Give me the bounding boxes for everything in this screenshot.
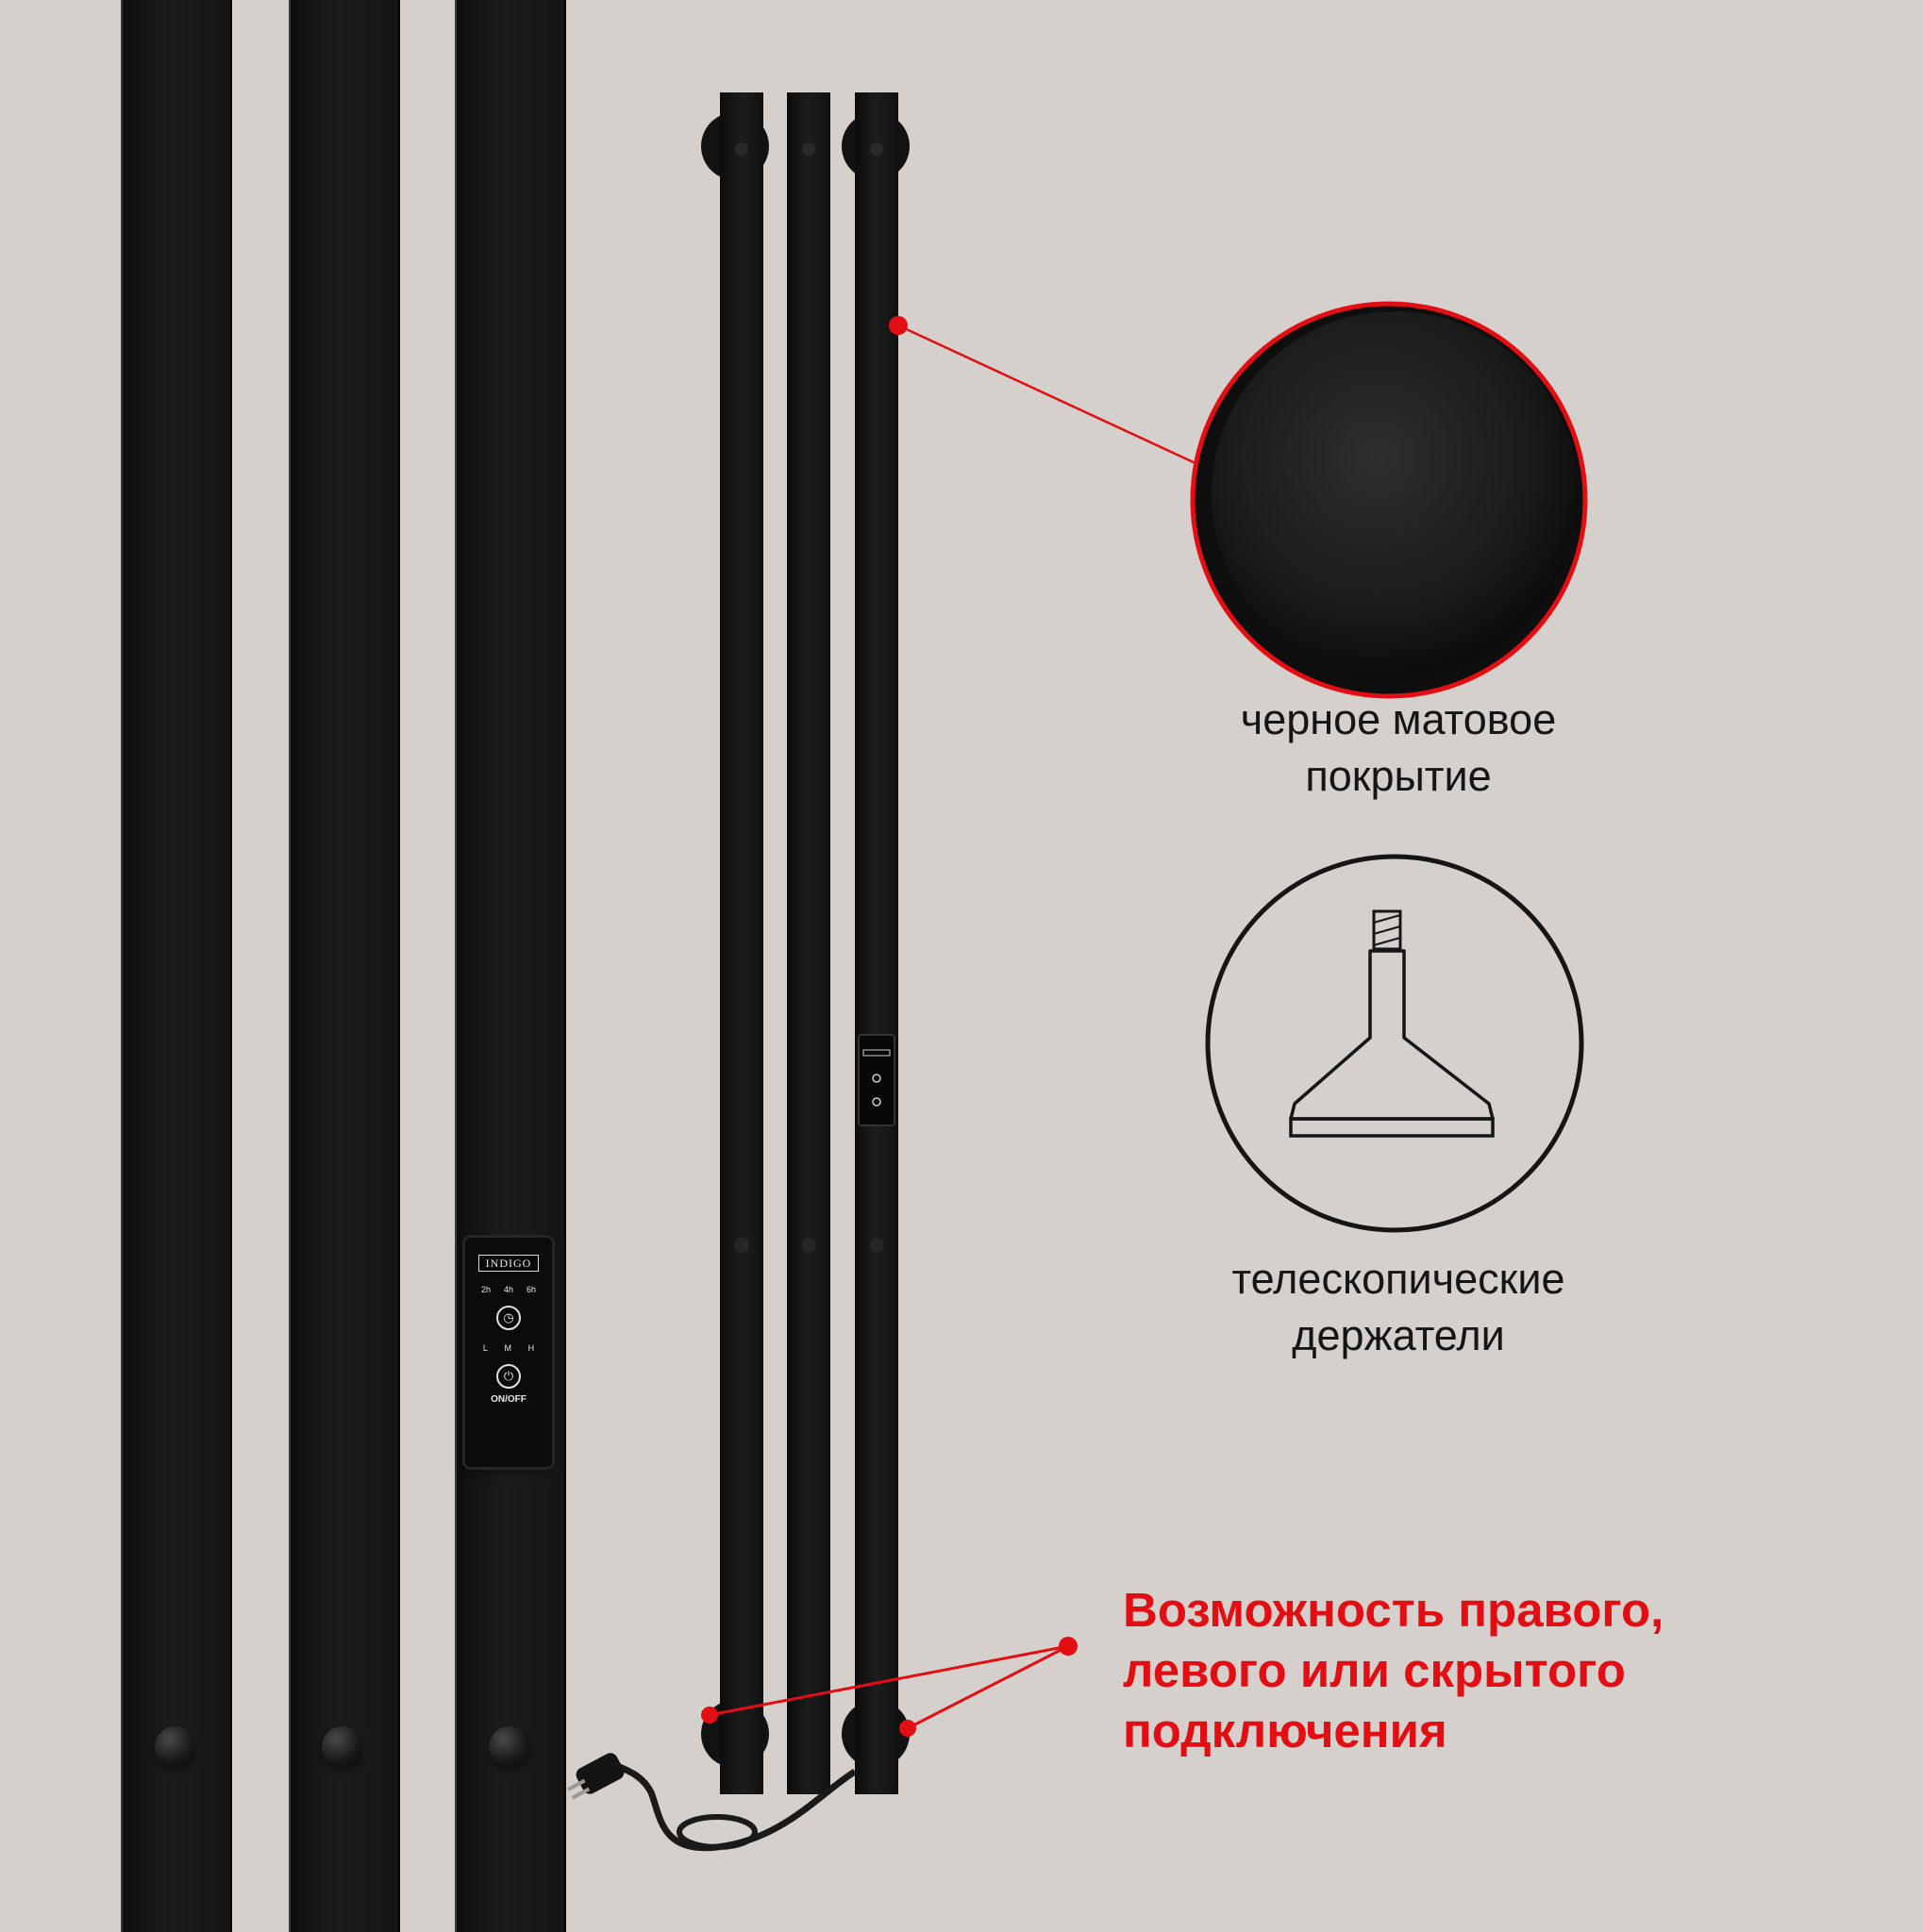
power-label: ON/OFF [491, 1394, 527, 1405]
closeup-mount-knob [322, 1726, 363, 1768]
rail-pin [802, 142, 815, 156]
rail-pin [869, 1238, 884, 1253]
mode-label: M [504, 1343, 512, 1353]
connection-leader-dot [1059, 1637, 1078, 1656]
mode-label: H [527, 1343, 535, 1353]
closeup-mount-knob [155, 1726, 196, 1768]
closeup-mount-knob [489, 1726, 530, 1768]
timer-label: 4h [503, 1285, 513, 1294]
rail-bar-1 [720, 92, 763, 1794]
connection-caption-line: подключения [1123, 1704, 1447, 1757]
power-plug-icon [567, 1753, 625, 1800]
power-cable [611, 1760, 857, 1852]
holders-caption-line: телескопические [1231, 1255, 1565, 1303]
rail-control-panel [858, 1034, 895, 1126]
rail-pin [870, 142, 883, 156]
timer-button[interactable]: ◷ [496, 1306, 521, 1330]
holders-caption: телескопические держатели [1153, 1251, 1644, 1364]
timer-label: 6h [526, 1285, 536, 1294]
connection-leader-dot [899, 1720, 916, 1737]
brand-logo: INDIGO [478, 1255, 539, 1272]
connection-leader-dot [701, 1707, 718, 1724]
holders-caption-line: держатели [1292, 1311, 1505, 1359]
matte-texture-swatch-icon [1190, 301, 1588, 699]
closeup-bar-3 [455, 0, 566, 1932]
coating-caption-line: покрытие [1305, 752, 1492, 800]
rail-pin [801, 1238, 816, 1253]
rail-bar-2 [787, 92, 830, 1794]
closeup-bar-2 [289, 0, 400, 1932]
texture-leader-line [897, 324, 1209, 471]
rail-bar-3 [855, 92, 898, 1794]
connection-caption-line: Возможность правого, [1123, 1583, 1664, 1637]
connection-leader-line [709, 1644, 1069, 1717]
timer-labels: 2h 4h 6h [475, 1285, 543, 1294]
texture-leader-dot [889, 316, 908, 335]
telescopic-holder-icon [1205, 854, 1584, 1233]
rail-pin [735, 142, 748, 156]
control-panel: INDIGO 2h 4h 6h ◷ L M H ⏻ ON/OFF [465, 1238, 552, 1467]
coating-caption: черное матовое покрытие [1153, 691, 1644, 805]
timer-label: 2h [480, 1285, 491, 1294]
power-button[interactable]: ⏻ [496, 1364, 521, 1389]
connection-caption-line: левого или скрытого [1123, 1643, 1626, 1697]
mode-labels: L M H [475, 1343, 543, 1353]
coating-caption-line: черное матовое [1240, 695, 1557, 743]
connection-leader-line [907, 1644, 1069, 1730]
closeup-bar-1 [121, 0, 232, 1932]
connection-caption: Возможность правого, левого или скрытого… [1123, 1580, 1878, 1761]
mode-label: L [482, 1343, 488, 1353]
cable-coil [677, 1814, 758, 1850]
rail-pin [734, 1238, 749, 1253]
